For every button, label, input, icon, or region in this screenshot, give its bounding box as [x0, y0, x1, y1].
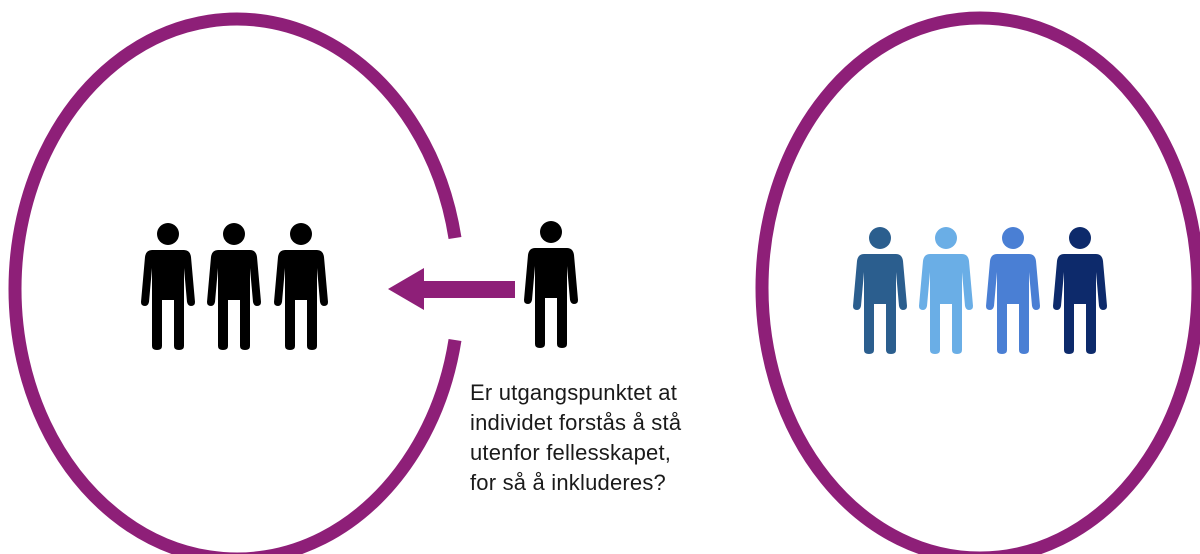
question-line: for så å inkluderes? — [470, 470, 666, 495]
person-icon — [853, 227, 907, 354]
question-line: utenfor fellesskapet, — [470, 440, 672, 465]
right-community-ring — [755, 11, 1200, 554]
person-icon — [919, 227, 973, 354]
person-icon — [1053, 227, 1107, 354]
question-line: individet forstås å stå — [470, 410, 682, 435]
question-line: Er utgangspunktet at — [470, 380, 678, 405]
inclusion-arrow — [388, 268, 515, 310]
outsider-person-icon — [524, 221, 578, 348]
person-icon — [986, 227, 1040, 354]
right-group — [853, 227, 1107, 354]
person-icon — [141, 223, 195, 350]
left-community-ring — [8, 12, 462, 554]
left-group — [141, 223, 328, 350]
person-icon — [274, 223, 328, 350]
person-icon — [207, 223, 261, 350]
question-text: Er utgangspunktet at individet forstås å… — [470, 378, 770, 498]
